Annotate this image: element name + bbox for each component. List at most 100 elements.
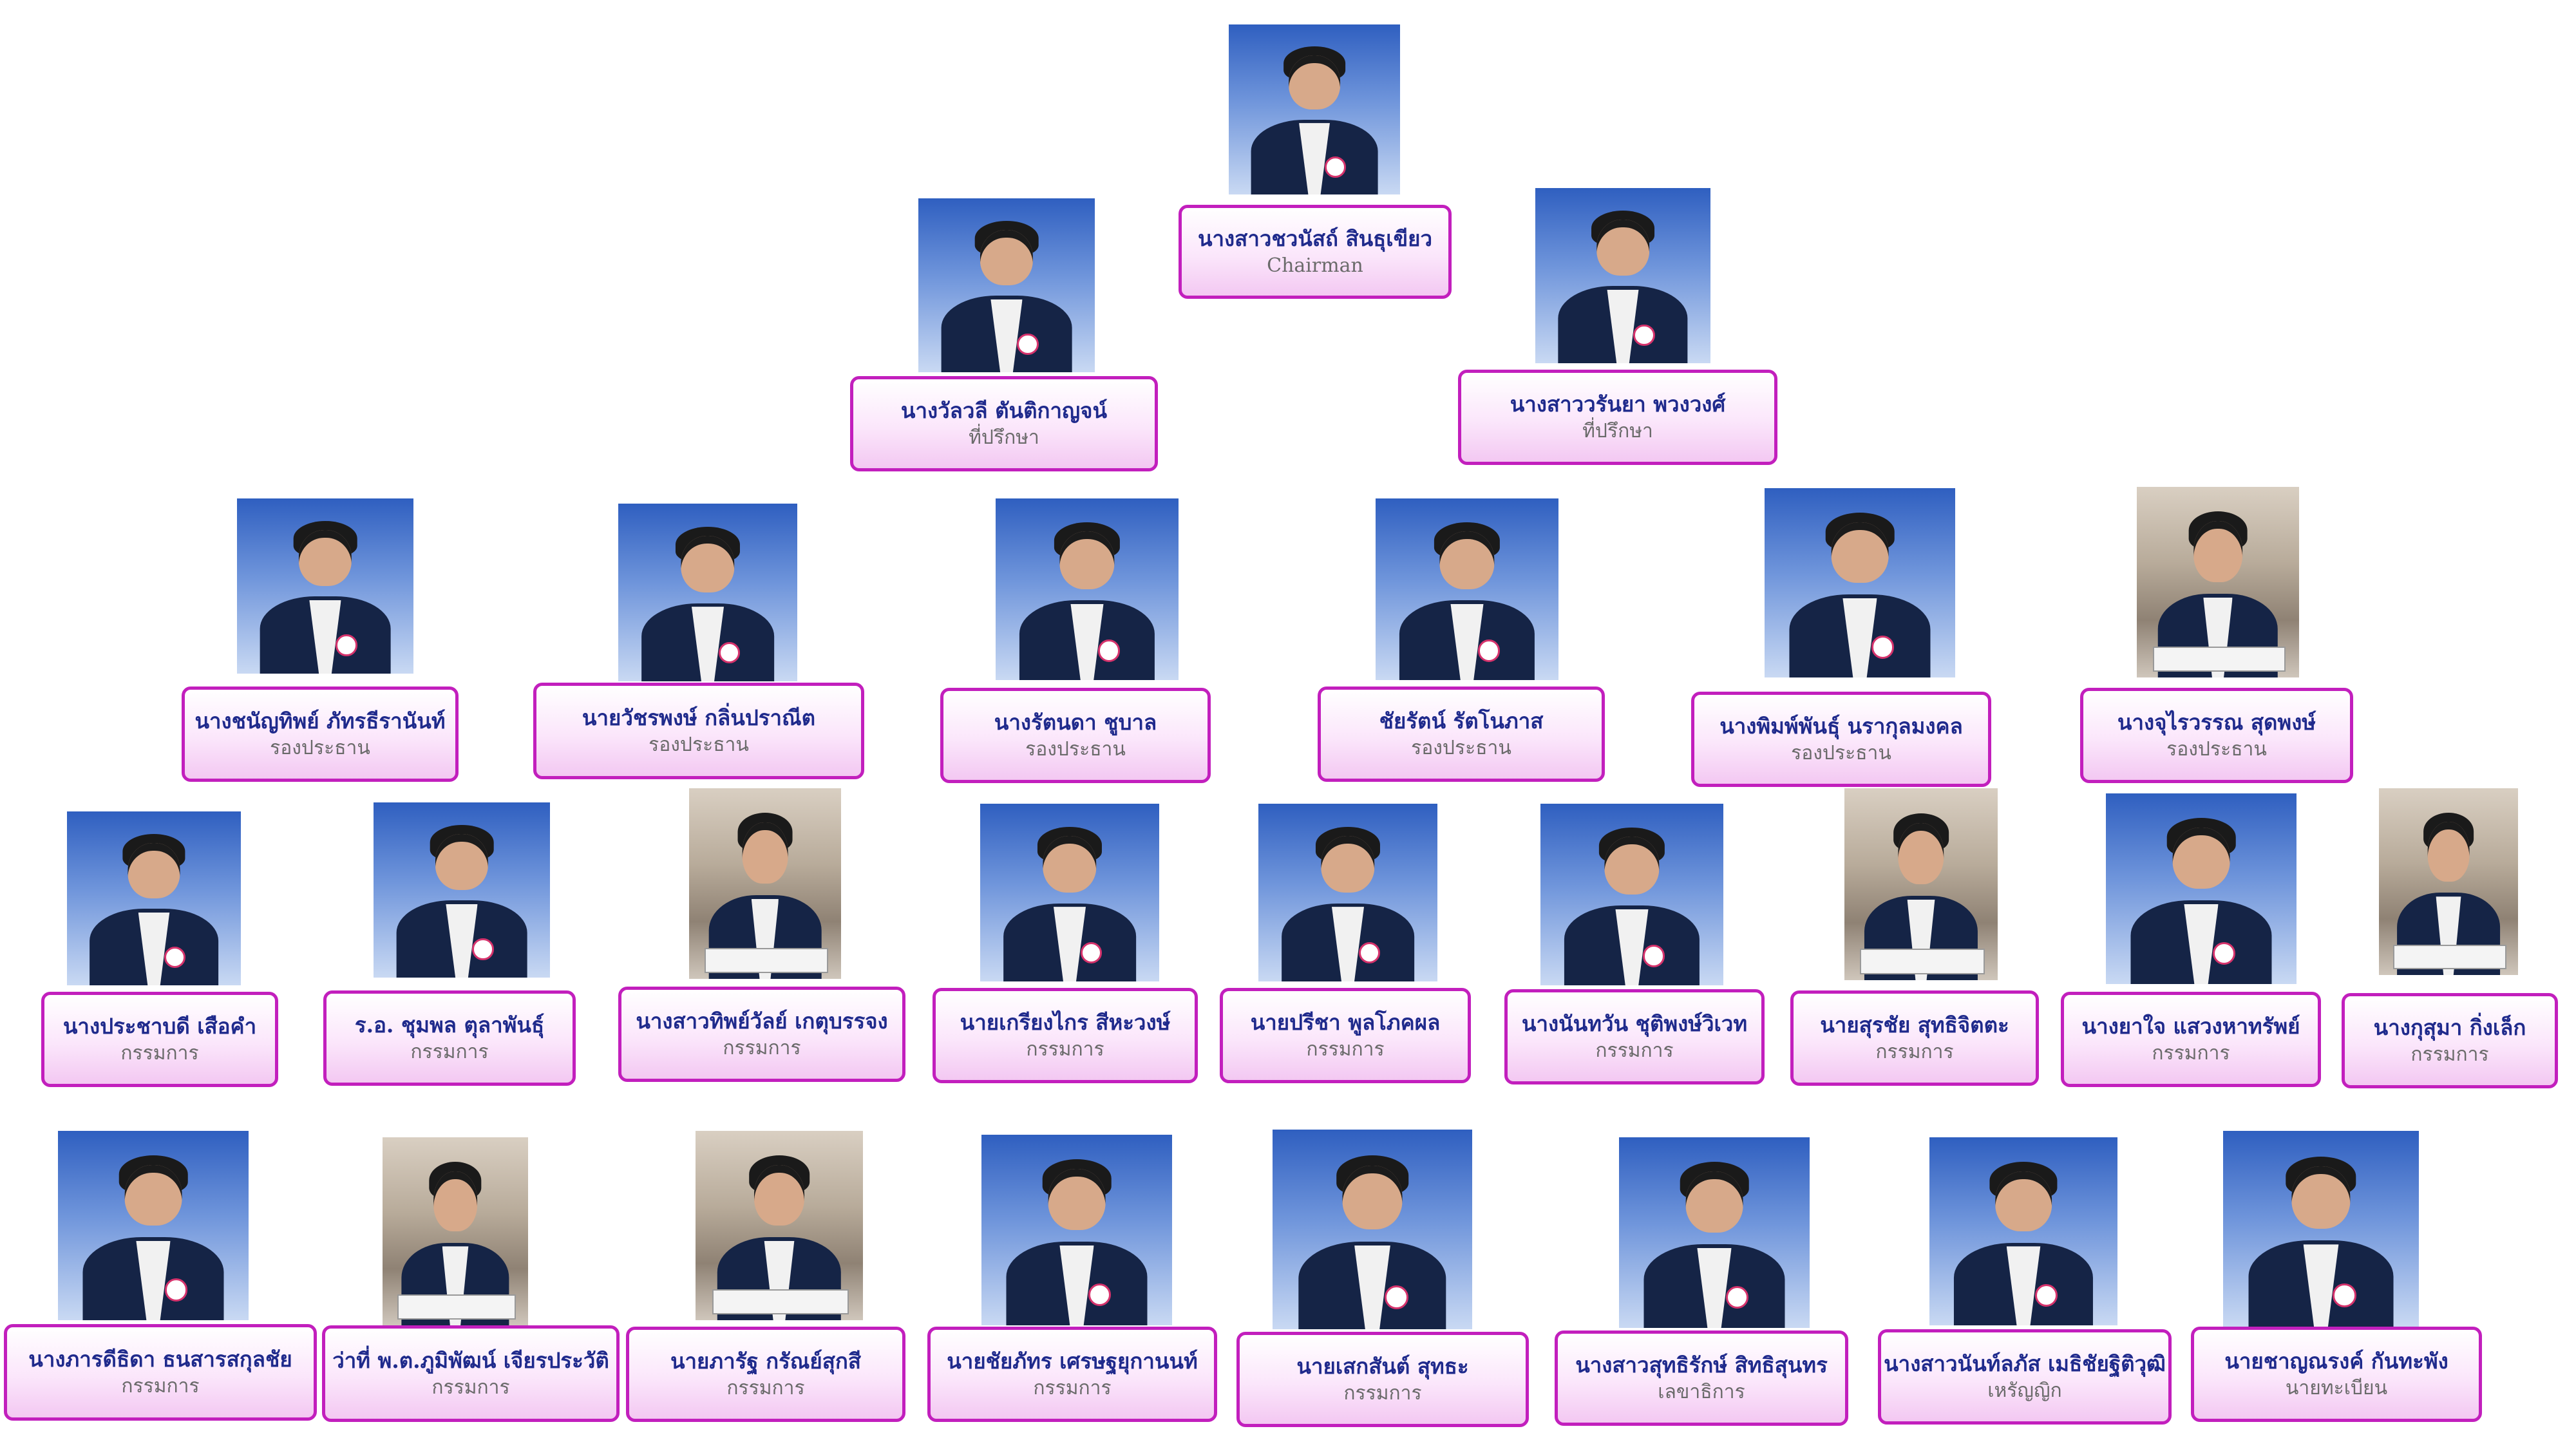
member-role: รองประธาน [1791,741,1891,764]
member-card: นายภารัฐ กรัณย์สุกสี กรรมการ [626,1327,905,1422]
member-name: นายเกรียงไกร สีหะวงษ์ [960,1010,1171,1036]
member-card: นางสาวชวนัสถ์ สินธุเขียว Chairman [1179,205,1452,299]
member-photo [2137,487,2299,677]
member-card: นางยาใจ แสวงหาทรัพย์ กรรมการ [2061,992,2321,1087]
member-name: นายภารัฐ กรัณย์สุกสี [670,1349,862,1374]
badge-icon [164,1278,188,1302]
member-role: กรรมการ [2152,1041,2230,1065]
member-name: ร.อ. ชุมพล ตุลาพันธุ์ [354,1012,545,1038]
badge-icon [1871,636,1895,659]
member-card: นางสาวทิพย์วัลย์ เกตุบรรจง กรรมการ [618,987,905,1082]
member-role: กรรมการ [723,1036,801,1059]
member-name: นายสุรชัย สุทธิจิตตะ [1820,1012,2009,1038]
member-card: ร.อ. ชุมพล ตุลาพันธุ์ กรรมการ [323,990,576,1086]
member-role: กรรมการ [410,1040,489,1063]
member-photo [58,1131,249,1320]
member-card: นางภารดีธิดา ธนสารสกุลชัย กรรมการ [4,1324,317,1421]
member-card: นางสาวสุทธิรักษ์ สิทธิสุนทร เลขาธิการ [1555,1331,1848,1426]
member-name: นางสาววรันยา พวงวงศ์ [1510,392,1726,417]
badge-icon [1478,639,1501,662]
member-photo [996,498,1179,680]
member-photo [1376,498,1558,680]
badge-icon [2034,1283,2058,1307]
member-photo [2223,1131,2419,1327]
member-photo [374,802,550,978]
nameplate [712,1289,849,1315]
member-role: กรรมการ [2410,1043,2489,1066]
member-card: นายชาญณรงค์ กันทะพัง นายทะเบียน [2191,1327,2482,1422]
member-photo [67,811,241,985]
member-name: นางนันทวัน ชุติพงษ์วิเวท [1521,1011,1748,1037]
member-name: นางกุสุมา กิ่งเล็ก [2373,1015,2526,1041]
badge-icon [1080,942,1103,964]
badge-icon [1098,639,1121,662]
member-name: นางภารดีธิดา ธนสารสกุลชัย [28,1347,292,1372]
badge-icon [164,947,186,968]
member-name: นางจุไรวรรณ สุดพงษ์ [2117,710,2316,735]
badge-icon [1088,1283,1112,1307]
member-photo [1273,1130,1472,1329]
member-role: กรรมการ [1595,1039,1674,1062]
member-photo [1765,488,1955,677]
member-role: กรรมการ [1033,1376,1112,1399]
badge-icon [336,634,357,656]
member-name: นางสาวทิพย์วัลย์ เกตุบรรจง [636,1009,888,1034]
member-card: นางกุสุมา กิ่งเล็ก กรรมการ [2342,993,2558,1088]
member-name: นางประชาบดี เสือคำ [62,1014,257,1039]
member-card: นางสาววรันยา พวงวงศ์ ที่ปรึกษา [1458,370,1777,465]
member-role: รองประธาน [2166,737,2267,761]
member-role: ที่ปรึกษา [969,426,1039,449]
member-role: รองประธาน [1025,737,1126,761]
member-role: กรรมการ [1026,1037,1104,1061]
member-name: นางพิมพ์พันธุ์ นรากุลมงคล [1719,714,1963,739]
member-role: รองประธาน [1411,736,1511,759]
member-photo [383,1137,528,1325]
member-photo [618,504,797,681]
nameplate [1859,949,1985,975]
member-name: นางสาวสุทธิรักษ์ สิทธิสุนทร [1575,1352,1828,1378]
nameplate [397,1294,516,1320]
member-photo [980,804,1159,981]
member-role: กรรมการ [120,1041,199,1065]
member-card: นายสุรชัย สุทธิจิตตะ กรรมการ [1790,990,2039,1086]
nameplate [704,947,829,974]
member-role: รองประธาน [649,733,749,756]
member-photo [237,498,413,674]
member-name: นายชาญณรงค์ กันทะพัง [2224,1349,2448,1374]
member-photo [1619,1137,1810,1328]
member-role: ที่ปรึกษา [1582,419,1653,442]
member-name: นางรัตนดา ชูบาล [994,710,1157,735]
member-role: กรรมการ [121,1374,200,1397]
badge-icon [2333,1283,2356,1307]
member-photo [1535,188,1710,363]
member-photo [981,1135,1172,1325]
member-card: นางชนัญทิพย์ ภัทรธีรานันท์ รองประธาน [182,687,459,782]
member-photo [1540,804,1723,985]
member-role: กรรมการ [431,1376,510,1399]
member-card: ว่าที่ พ.ต.ภูมิพัฒน์ เจียรประวัติ กรรมกา… [322,1325,620,1422]
member-card: ชัยรัตน์ รัตโนภาส รองประธาน [1318,687,1605,782]
member-name: นางสาวนันท์ลภัส เมธิชัยฐิติวุฒิ [1884,1351,2166,1377]
member-name: ว่าที่ พ.ต.ภูมิพัฒน์ เจียรประวัติ [332,1348,609,1374]
member-photo [2379,788,2518,975]
badge-icon [1725,1285,1749,1309]
member-photo [1258,804,1437,981]
member-photo [1229,24,1400,194]
member-card: นางจุไรวรรณ สุดพงษ์ รองประธาน [2080,688,2353,783]
badge-icon [472,938,494,960]
member-name: นายชัยภัทร เศรษฐยุกานนท์ [947,1349,1198,1374]
member-photo [1929,1137,2117,1325]
member-name: นายปรีชา พูลโภคผล [1250,1010,1441,1036]
badge-icon [1633,324,1655,346]
member-role: รองประธาน [270,736,370,759]
member-role: กรรมการ [726,1376,805,1399]
member-name: นายเสกสันต์ สุทธะ [1296,1354,1469,1379]
nameplate [2392,944,2507,970]
member-role: กรรมการ [1343,1381,1422,1405]
member-name: นางสาวชวนัสถ์ สินธุเขียว [1197,226,1433,252]
member-card: นางพิมพ์พันธุ์ นรากุลมงคล รองประธาน [1691,692,1991,787]
member-card: นายเกรียงไกร สีหะวงษ์ กรรมการ [933,988,1198,1083]
member-photo [2106,793,2297,984]
member-card: นางนันทวัน ชุติพงษ์วิเวท กรรมการ [1504,989,1765,1084]
member-card: นายวัชรพงษ์ กลิ่นปราณีต รองประธาน [533,683,864,779]
